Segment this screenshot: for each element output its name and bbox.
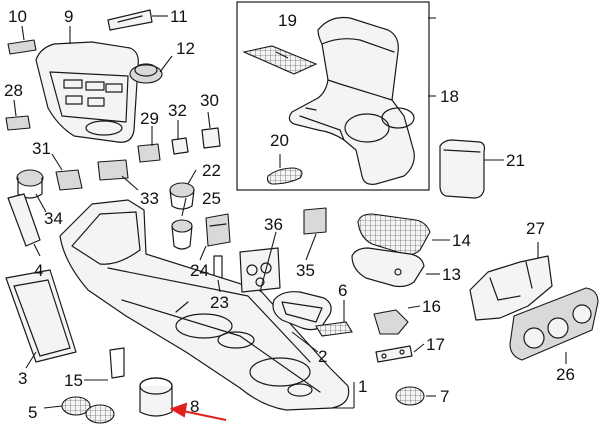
callout-4: 4 <box>34 261 43 280</box>
part-25-socket <box>171 219 193 250</box>
callout-34: 34 <box>44 209 63 228</box>
part-34-outlet <box>16 169 44 199</box>
part-14-mat <box>357 213 431 256</box>
callout-25: 25 <box>202 189 221 208</box>
part-22-socket <box>169 182 195 210</box>
callout-5: 5 <box>28 403 37 422</box>
part-6-mat <box>315 321 353 337</box>
callout-13: 13 <box>442 265 461 284</box>
callout-labels: 10 9 11 12 28 29 32 30 31 33 22 25 34 4 … <box>4 7 575 422</box>
callout-10: 10 <box>8 7 27 26</box>
callout-17: 17 <box>426 335 445 354</box>
part-3-panel <box>5 269 77 363</box>
part-31-switch <box>55 169 83 191</box>
part-15-clip <box>109 347 125 379</box>
callout-30: 30 <box>200 91 219 110</box>
callout-23: 23 <box>210 293 229 312</box>
part-1-console <box>59 199 350 411</box>
callout-6: 6 <box>338 281 347 300</box>
callout-33: 33 <box>140 189 159 208</box>
callout-12: 12 <box>176 39 195 58</box>
part-2-trim <box>272 291 332 331</box>
part-36-panel <box>239 247 281 293</box>
callout-18: 18 <box>440 87 459 106</box>
part-11 <box>107 9 153 31</box>
leader-lines <box>13 15 567 409</box>
callout-8: 8 <box>190 397 199 416</box>
callout-20: 20 <box>270 131 289 150</box>
callout-27: 27 <box>526 219 545 238</box>
callout-36: 36 <box>264 215 283 234</box>
callout-16: 16 <box>422 297 441 316</box>
part-7-mat <box>395 386 425 406</box>
callout-31: 31 <box>32 139 51 158</box>
callout-24: 24 <box>190 261 209 280</box>
part-32-switch <box>171 137 189 155</box>
part-21-lid <box>439 139 486 199</box>
callout-21: 21 <box>506 151 525 170</box>
part-8-cup <box>139 377 173 417</box>
part-13-lid <box>351 247 425 288</box>
part-29-switch <box>137 143 161 163</box>
part-20-tray <box>266 167 303 185</box>
callout-19: 19 <box>278 11 297 30</box>
part-5-mats <box>61 396 115 424</box>
part-9-bezel <box>35 41 139 143</box>
part-33-switch <box>97 159 129 181</box>
part-18-armrest <box>288 16 415 185</box>
part-19-pad <box>242 45 318 75</box>
callout-9: 9 <box>64 7 73 26</box>
callout-3: 3 <box>18 369 27 388</box>
highlight-arrow <box>169 402 227 421</box>
callout-1: 1 <box>358 377 367 396</box>
part-16-latch <box>373 309 409 335</box>
callout-29: 29 <box>140 109 159 128</box>
part-10 <box>7 39 37 55</box>
callout-15: 15 <box>64 371 83 390</box>
callout-35: 35 <box>296 261 315 280</box>
callout-7: 7 <box>440 387 449 406</box>
part-24-switch <box>205 213 231 247</box>
part-26-climate-control <box>509 287 599 361</box>
part-4-bracket <box>7 193 41 247</box>
callout-28: 28 <box>4 81 23 100</box>
part-28-switch <box>5 115 31 131</box>
callout-14: 14 <box>452 231 471 250</box>
callout-2: 2 <box>318 347 327 366</box>
callout-26: 26 <box>556 365 575 384</box>
callout-32: 32 <box>168 101 187 120</box>
part-12-knob <box>129 63 163 84</box>
part-17-hinge <box>375 345 413 363</box>
part-27-bracket <box>469 255 553 321</box>
part-30-switch <box>201 127 221 149</box>
part-35-switch <box>303 207 327 235</box>
callout-11: 11 <box>170 7 188 26</box>
callout-22: 22 <box>202 161 221 180</box>
